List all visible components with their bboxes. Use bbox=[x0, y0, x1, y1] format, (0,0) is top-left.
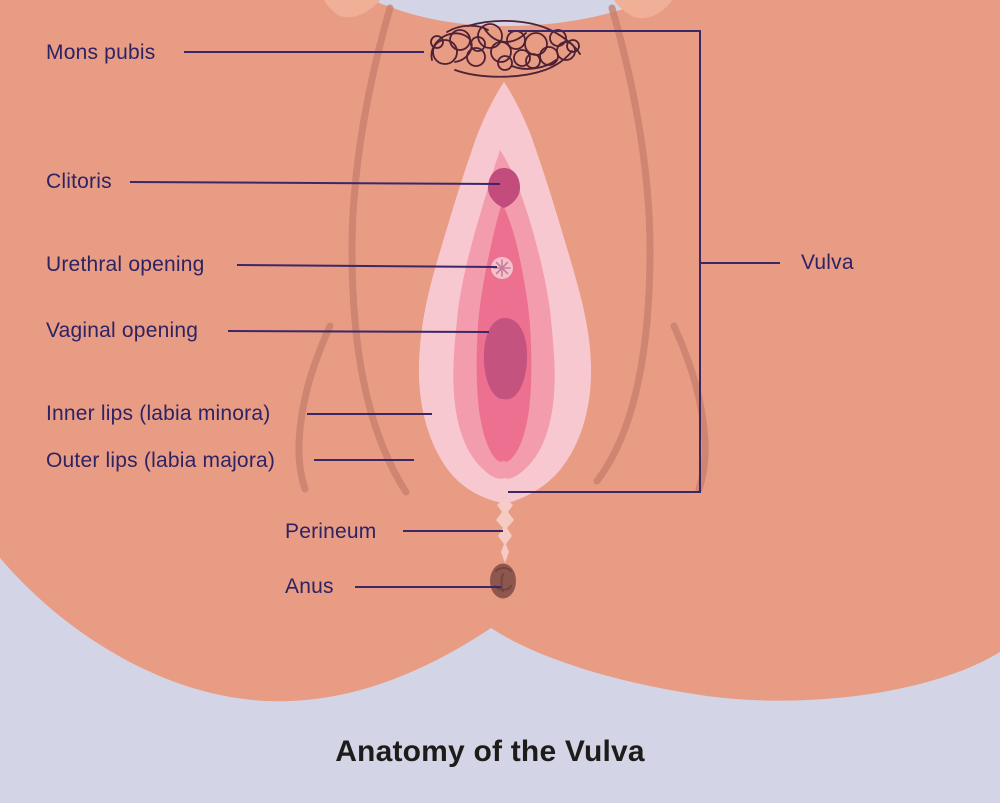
left-thigh-crease bbox=[295, 322, 334, 493]
vaginal-opening-line bbox=[227, 330, 490, 333]
label-perineum: Perineum bbox=[285, 520, 377, 543]
right-inguinal-crease bbox=[593, 4, 654, 485]
label-vulva: Vulva bbox=[801, 251, 854, 274]
label-mons-pubis: Mons pubis bbox=[46, 41, 156, 64]
label-urethral-opening: Urethral opening bbox=[46, 253, 205, 276]
pubic-hair bbox=[430, 20, 581, 78]
label-anus: Anus bbox=[285, 575, 334, 598]
label-clitoris: Clitoris bbox=[46, 170, 112, 193]
perineum-shape bbox=[496, 498, 514, 563]
diagram-title: Anatomy of the Vulva bbox=[335, 735, 645, 768]
right-thigh-crease bbox=[670, 322, 709, 493]
vulva-bracket bbox=[508, 30, 701, 493]
urethral-opening-line bbox=[236, 264, 498, 268]
vaginal-opening-shape bbox=[483, 318, 528, 400]
left-inguinal-crease bbox=[348, 4, 410, 496]
label-vaginal-opening: Vaginal opening bbox=[46, 319, 199, 342]
label-inner-lips: Inner lips (labia minora) bbox=[46, 402, 271, 425]
urethral-opening-shape bbox=[491, 257, 513, 279]
callout-lines bbox=[129, 30, 780, 588]
right-thigh-highlight bbox=[614, 0, 672, 19]
anus-shape bbox=[490, 563, 516, 599]
left-thigh-highlight bbox=[324, 0, 380, 18]
clitoris-line bbox=[129, 181, 501, 185]
skin-creases bbox=[295, 4, 709, 496]
label-outer-lips: Outer lips (labia majora) bbox=[46, 449, 276, 472]
clitoris-shape bbox=[488, 168, 520, 208]
